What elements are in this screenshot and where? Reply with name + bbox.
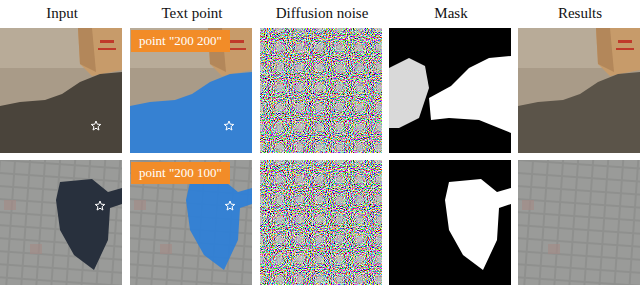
column-header: Results [558,4,602,22]
noise-image [260,28,382,153]
column-header: Text point [161,4,222,22]
noise-image [260,160,382,285]
prompt-text: point "200 100" [139,165,222,181]
text-prompt-box: point "200 200" [131,30,230,52]
column-header: Mask [434,4,467,22]
column-header: Diffusion noise [276,4,369,22]
text-point-photo [130,28,252,153]
column-header: Input [46,4,78,22]
mask-image [389,160,511,285]
text-prompt-box: point "200 100" [131,162,230,184]
text-point-photo [130,160,252,285]
result-photo [518,28,640,153]
input-photo [0,28,122,153]
result-photo [518,160,640,285]
mask-image [389,28,511,153]
prompt-text: point "200 200" [139,33,222,49]
input-photo [0,160,122,285]
